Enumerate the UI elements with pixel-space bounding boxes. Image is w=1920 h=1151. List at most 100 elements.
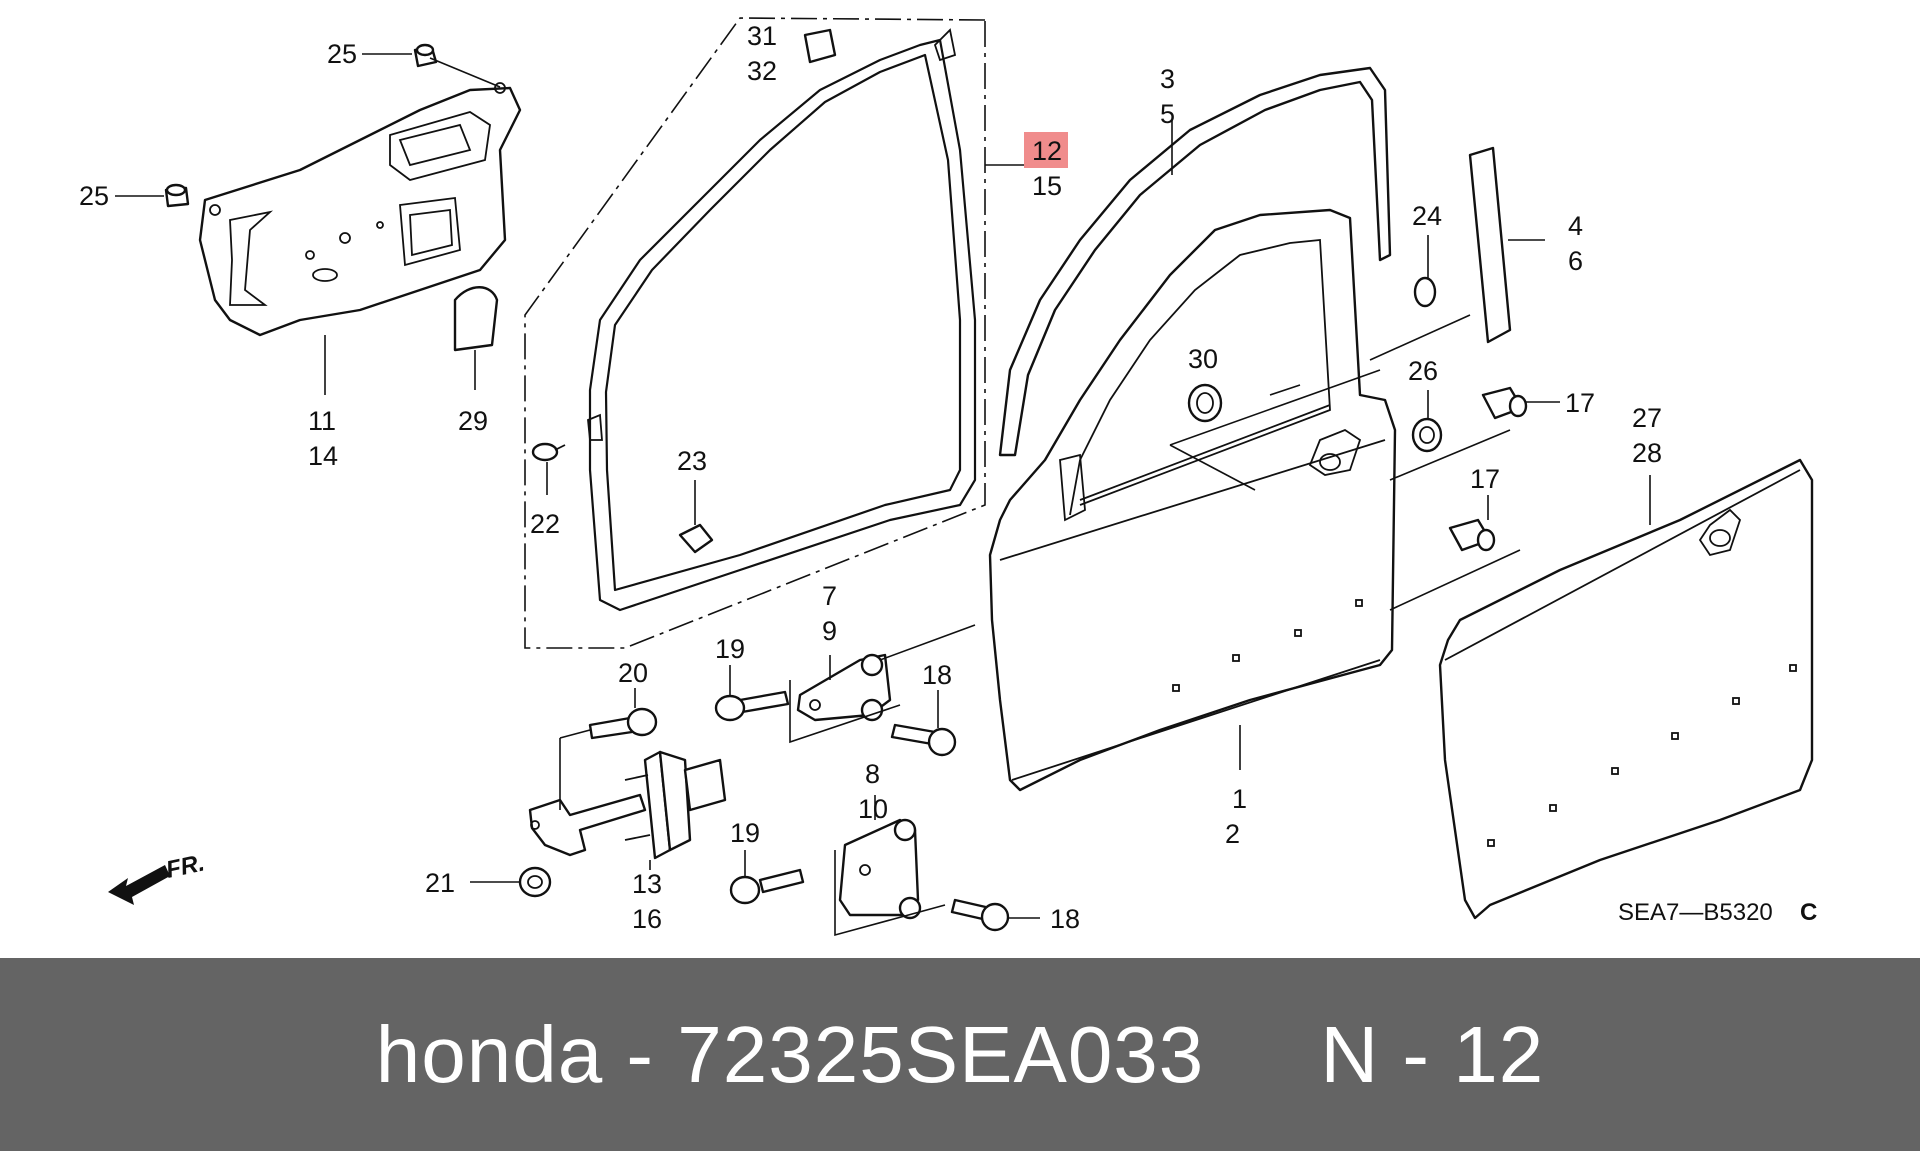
svg-text:7: 7 xyxy=(822,581,837,611)
bumper-17-upper xyxy=(1481,386,1528,420)
svg-text:28: 28 xyxy=(1632,438,1662,468)
svg-text:10: 10 xyxy=(858,794,888,824)
callout-19-lower: 19 xyxy=(730,818,760,848)
drawing-code-suffix: C xyxy=(1800,899,1817,926)
bolt-18-upper xyxy=(890,723,957,757)
direction-label: FR. xyxy=(164,849,207,883)
svg-text:19: 19 xyxy=(730,818,760,848)
svg-text:30: 30 xyxy=(1188,344,1218,374)
bolt-19-upper xyxy=(714,690,790,722)
clip-22 xyxy=(531,442,566,462)
svg-text:24: 24 xyxy=(1412,201,1442,231)
svg-text:9: 9 xyxy=(822,616,837,646)
svg-text:29: 29 xyxy=(458,406,488,436)
svg-text:25: 25 xyxy=(79,181,109,211)
bolt-18-lower xyxy=(950,898,1010,932)
seal-24 xyxy=(1413,276,1437,308)
callout-25-upper: 25 xyxy=(327,39,357,69)
callout-31-32: 31 32 xyxy=(747,21,777,86)
highlight-box xyxy=(1024,132,1068,168)
nut-21 xyxy=(518,866,552,898)
bumper-17-lower xyxy=(1448,518,1496,552)
callout-18-lower: 18 xyxy=(1050,904,1080,934)
svg-text:18: 18 xyxy=(1050,904,1080,934)
callout-3-5: 3 5 xyxy=(1160,64,1175,129)
callout-30: 30 xyxy=(1188,344,1218,374)
callout-12-15: 12 15 xyxy=(1024,132,1068,201)
callout-13-16: 13 16 xyxy=(632,869,662,934)
seal-plug-29 xyxy=(453,286,499,352)
callout-17-lower: 17 xyxy=(1470,464,1500,494)
svg-text:8: 8 xyxy=(865,759,880,789)
svg-text:16: 16 xyxy=(632,904,662,934)
door-checker xyxy=(528,750,727,860)
clip-31-32 xyxy=(803,28,837,64)
callout-19-upper: 19 xyxy=(715,634,745,664)
svg-text:14: 14 xyxy=(308,441,338,471)
bolt-20 xyxy=(588,707,658,740)
part-number-footer: honda - 72325SEA033 N - 12 xyxy=(0,958,1920,1151)
callout-1-2: 1 2 xyxy=(1225,784,1247,849)
svg-text:1: 1 xyxy=(1232,784,1247,814)
svg-text:18: 18 xyxy=(922,660,952,690)
run-channel-3-5 xyxy=(998,66,1392,457)
svg-text:22: 22 xyxy=(530,509,560,539)
door-outer-skin xyxy=(1438,458,1814,920)
svg-text:6: 6 xyxy=(1568,246,1583,276)
door-weatherstrip xyxy=(587,28,977,612)
callout-26: 26 xyxy=(1408,356,1438,386)
svg-text:19: 19 xyxy=(715,634,745,664)
svg-text:23: 23 xyxy=(677,446,707,476)
door-inner-panel xyxy=(198,82,522,337)
drawing-code: SEA7—B5320 C xyxy=(1618,899,1817,926)
svg-text:15: 15 xyxy=(1032,171,1062,201)
callout-21: 21 xyxy=(425,868,455,898)
svg-text:26: 26 xyxy=(1408,356,1438,386)
callout-8-10: 8 10 xyxy=(858,759,888,824)
svg-text:21: 21 xyxy=(425,868,455,898)
callout-25-lower: 25 xyxy=(79,181,109,211)
molding-4-6 xyxy=(1468,146,1512,344)
svg-text:11: 11 xyxy=(308,406,336,436)
exploded-parts-diagram: FR. xyxy=(79,17,1817,937)
callout-18-upper: 18 xyxy=(922,660,952,690)
svg-text:4: 4 xyxy=(1568,211,1583,241)
svg-text:13: 13 xyxy=(632,869,662,899)
callout-labels: 25 25 11 14 29 22 23 31 32 12 15 3 5 xyxy=(79,21,1662,934)
svg-text:31: 31 xyxy=(747,21,777,51)
clip-23 xyxy=(678,523,714,554)
upper-hinge xyxy=(796,653,892,722)
clip-25-lower xyxy=(164,183,190,208)
lower-hinge-bracket-box xyxy=(834,850,946,937)
callout-27-28: 27 28 xyxy=(1632,403,1662,468)
footer-text: honda - 72325SEA033 N - 12 xyxy=(375,1009,1545,1099)
svg-text:3: 3 xyxy=(1160,64,1175,94)
callout-29: 29 xyxy=(458,406,488,436)
grommet-30 xyxy=(1187,383,1223,423)
callout-17-upper: 17 xyxy=(1565,388,1595,418)
lower-hinge xyxy=(838,818,922,920)
callout-24: 24 xyxy=(1412,201,1442,231)
svg-text:17: 17 xyxy=(1470,464,1500,494)
svg-text:17: 17 xyxy=(1565,388,1595,418)
svg-text:32: 32 xyxy=(747,56,777,86)
callout-23: 23 xyxy=(677,446,707,476)
group-frame-weatherstrip xyxy=(524,17,986,649)
svg-text:2: 2 xyxy=(1225,819,1240,849)
callout-20: 20 xyxy=(618,658,648,688)
svg-text:20: 20 xyxy=(618,658,648,688)
upper-hinge-bracket-box xyxy=(789,680,901,744)
svg-text:25: 25 xyxy=(327,39,357,69)
svg-text:5: 5 xyxy=(1160,99,1175,129)
svg-text:12: 12 xyxy=(1032,136,1062,166)
front-direction-arrow: FR. xyxy=(108,849,207,905)
drawing-code-text: SEA7—B5320 xyxy=(1618,899,1773,926)
bolt-19-lower xyxy=(729,868,805,905)
callout-4-6: 4 6 xyxy=(1568,211,1583,276)
svg-text:27: 27 xyxy=(1632,403,1662,433)
clip-25-upper xyxy=(413,43,438,68)
callout-22: 22 xyxy=(530,509,560,539)
door-shell xyxy=(988,208,1397,792)
callout-7-9: 7 9 xyxy=(822,581,837,646)
